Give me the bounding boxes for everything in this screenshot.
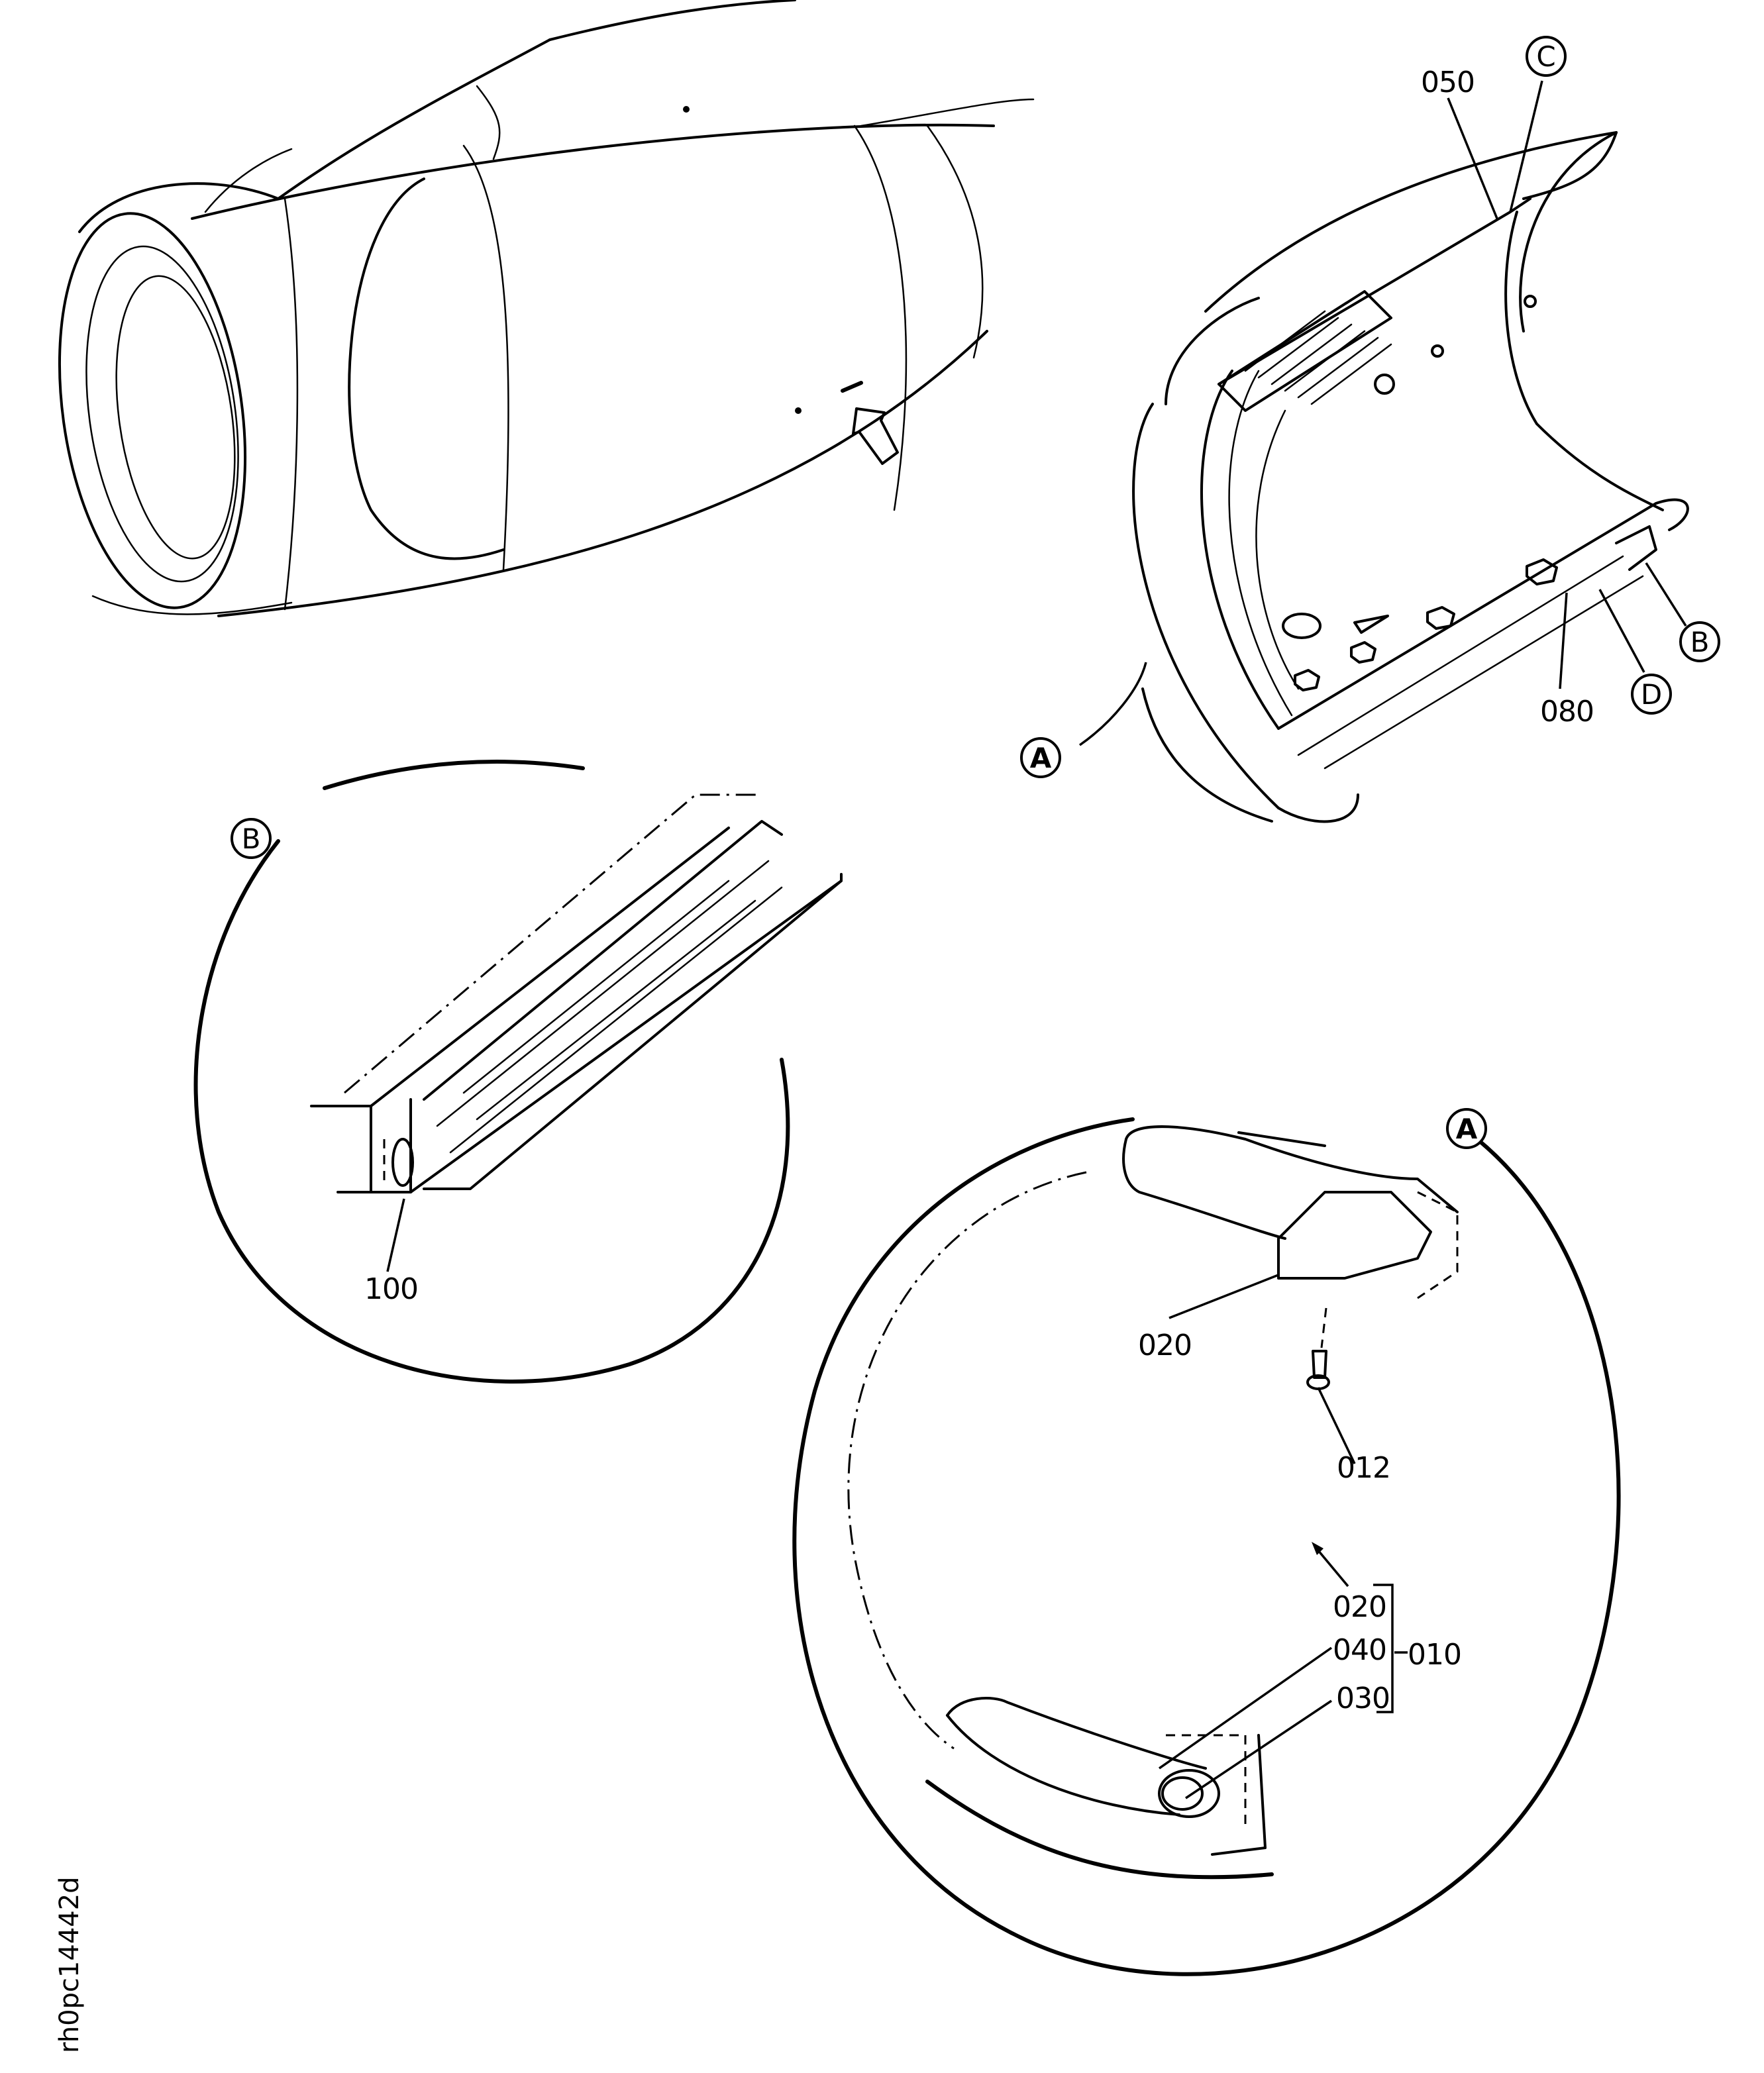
item-040[interactable]: 040	[1333, 1633, 1387, 1667]
callout-b-main[interactable]: B	[1679, 621, 1720, 662]
callout-c[interactable]: C	[1526, 36, 1567, 77]
item-030[interactable]: 030	[1336, 1682, 1390, 1715]
figure-id: rh0pc14442d	[54, 1876, 85, 2053]
item-012[interactable]: 012	[1337, 1451, 1391, 1485]
item-100[interactable]: 100	[364, 1272, 419, 1306]
item-020-upper[interactable]: 020	[1138, 1329, 1192, 1362]
detail-a-view	[792, 1117, 1621, 1976]
leader-lines-main	[1078, 80, 1687, 746]
detail-b-view	[193, 760, 843, 1384]
item-080[interactable]: 080	[1540, 695, 1594, 729]
nacelle-overview	[58, 0, 1035, 617]
callout-a-detail[interactable]: A	[1446, 1108, 1487, 1149]
callout-b-detail[interactable]: B	[231, 818, 272, 859]
cowl-main-view	[1132, 131, 1689, 823]
item-010-assembly[interactable]: 010	[1408, 1638, 1462, 1672]
callout-d[interactable]: D	[1631, 674, 1672, 715]
item-050[interactable]: 050	[1421, 66, 1475, 99]
item-020-group[interactable]: 020	[1333, 1590, 1387, 1624]
callout-a-main[interactable]: A	[1020, 737, 1061, 778]
